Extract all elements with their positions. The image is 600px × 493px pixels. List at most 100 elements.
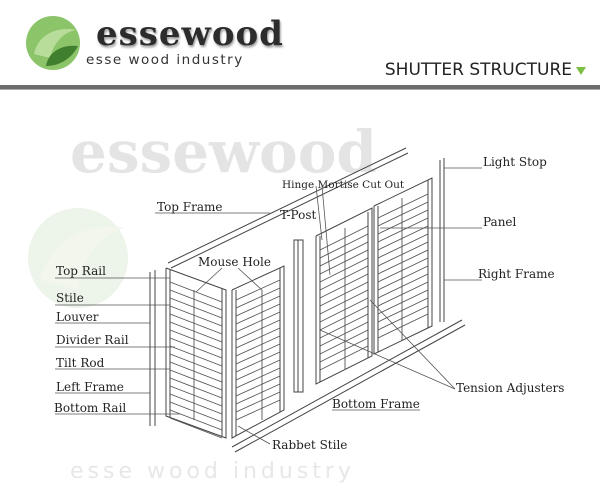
louver-slat — [169, 345, 223, 367]
label-right-frame: Right Frame — [478, 267, 555, 281]
right-shutter-panels — [315, 177, 433, 385]
label-mouse-hole: Mouse Hole — [198, 255, 271, 269]
label-stile: Stile — [56, 291, 84, 305]
louver-slat — [319, 329, 369, 355]
louver-slat — [377, 249, 429, 275]
watermark-brand: essewood — [70, 118, 377, 186]
louver-slat — [377, 273, 429, 299]
louver-slat — [319, 281, 369, 307]
louver-slat — [377, 233, 429, 259]
triangle-down-icon — [576, 67, 586, 75]
louver-slat — [377, 217, 429, 243]
louver-slat — [319, 321, 369, 347]
label-tilt-rod: Tilt Rod — [56, 356, 105, 370]
t-post — [293, 239, 304, 393]
label-panel: Panel — [483, 215, 517, 229]
watermark: essewood esse wood industry — [28, 118, 377, 484]
top-frame — [167, 147, 409, 269]
louver-slat — [169, 377, 223, 399]
site-header: essewood esse wood industry SHUTTER STRU… — [0, 0, 600, 90]
label-bottom-frame: Bottom Frame — [332, 397, 420, 411]
louver-slat — [235, 335, 281, 357]
label-louver: Louver — [56, 310, 99, 324]
louver-slat — [169, 297, 223, 319]
louver-slat — [377, 265, 429, 291]
louver-slat — [377, 201, 429, 227]
louver-slat — [377, 193, 429, 219]
louver-slat — [235, 375, 281, 397]
louver-slat — [235, 303, 281, 325]
light-stop-frame — [439, 158, 445, 322]
louver-slat — [377, 257, 429, 283]
hinged-panel-louvers — [235, 279, 281, 421]
louver-slat — [169, 337, 223, 359]
label-bottom-rail: Bottom Rail — [54, 401, 126, 415]
section-title: SHUTTER STRUCTURE — [384, 60, 572, 80]
louver-slat — [235, 319, 281, 341]
louver-slat — [169, 329, 223, 351]
louver-slat — [319, 337, 369, 363]
louver-slat — [319, 249, 369, 275]
label-divider-rail: Divider Rail — [56, 333, 129, 347]
louver-slat — [377, 313, 429, 339]
louver-slat — [169, 401, 223, 423]
louver-slat — [169, 361, 223, 383]
louver-slat — [319, 225, 369, 251]
louver-slat — [319, 265, 369, 291]
louver-slat — [377, 241, 429, 267]
louver-slat — [235, 295, 281, 317]
label-top-rail: Top Rail — [56, 264, 106, 278]
louver-slat — [377, 297, 429, 323]
louver-slat — [319, 257, 369, 283]
label-light-stop: Light Stop — [483, 155, 547, 169]
louver-slat — [235, 367, 281, 389]
louver-slat — [235, 279, 281, 301]
leaf-logo-icon — [26, 16, 80, 70]
louver-slat — [169, 369, 223, 391]
louver-slat — [235, 383, 281, 405]
louver-slat — [235, 327, 281, 349]
leader-lines — [55, 167, 482, 445]
label-hinge-mortise-cut-out: Hinge Mortise Cut Out — [282, 179, 405, 191]
louver-slat — [235, 287, 281, 309]
louver-slat — [319, 305, 369, 331]
louver-slat — [377, 209, 429, 235]
louver-slat — [377, 305, 429, 331]
louver-slat — [319, 241, 369, 267]
louver-slat — [169, 409, 223, 431]
louver-slat — [319, 289, 369, 315]
louver-slat — [169, 353, 223, 375]
louver-slat — [169, 289, 223, 311]
louver-slat — [235, 391, 281, 413]
louver-slat — [169, 305, 223, 327]
louver-slat — [169, 385, 223, 407]
louver-slat — [169, 313, 223, 335]
header-divider — [0, 85, 600, 90]
left-frame — [149, 270, 156, 426]
louver-slat — [377, 281, 429, 307]
right-panel-louvers — [319, 193, 429, 371]
louver-slat — [235, 399, 281, 421]
louver-slat — [235, 343, 281, 365]
louver-slat — [169, 393, 223, 415]
label-tension-adjusters: Tension Adjusters — [456, 381, 564, 395]
louver-slat — [169, 321, 223, 343]
louver-slat — [235, 311, 281, 333]
louver-slat — [377, 225, 429, 251]
louver-slat — [169, 417, 223, 439]
louver-slat — [319, 273, 369, 299]
louver-slat — [377, 289, 429, 315]
hinged-shutter-panel — [231, 265, 285, 439]
label-rabbet-stile: Rabbet Stile — [272, 438, 347, 452]
label-top-frame: Top Frame — [157, 200, 223, 214]
louver-slat — [235, 359, 281, 381]
louver-slat — [319, 297, 369, 323]
brand-name: essewood — [96, 14, 284, 54]
shutter-structure-diagram: essewood esse wood industry — [28, 118, 564, 484]
left-panel-louvers — [169, 281, 223, 439]
label-t-post: T-Post — [280, 208, 316, 222]
bottom-frame — [231, 319, 466, 453]
louver-slat — [319, 313, 369, 339]
louver-slat — [319, 345, 369, 371]
louver-slat — [235, 351, 281, 373]
